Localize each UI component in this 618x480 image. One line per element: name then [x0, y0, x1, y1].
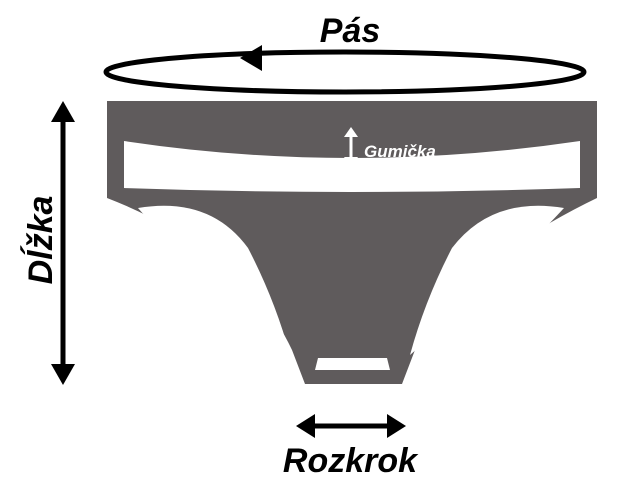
crotch-arrowhead-left	[296, 414, 315, 438]
waistband-inner	[124, 141, 580, 192]
waist-label: Pás	[320, 12, 381, 50]
right-leg-opening	[410, 205, 564, 355]
waist-ellipse	[103, 49, 587, 95]
length-arrowhead-down	[51, 364, 75, 385]
crotch-measure	[296, 414, 406, 438]
gusset-inner	[315, 358, 390, 370]
length-measure	[51, 101, 75, 385]
briefs-shape	[107, 101, 597, 384]
left-leg-opening	[138, 205, 290, 355]
elastic-label: Gumička	[364, 142, 436, 161]
length-label: Dĺžka	[21, 196, 60, 285]
elastic-arrowhead-down	[344, 157, 358, 167]
elastic-arrowhead-up	[344, 127, 358, 137]
crotch-label: Rozkrok	[283, 442, 419, 480]
waist-measure	[103, 45, 587, 95]
length-arrowhead-up	[51, 101, 75, 122]
waist-arrowhead	[240, 45, 262, 71]
crotch-arrowhead-right	[387, 414, 406, 438]
elastic-measure	[344, 127, 358, 167]
